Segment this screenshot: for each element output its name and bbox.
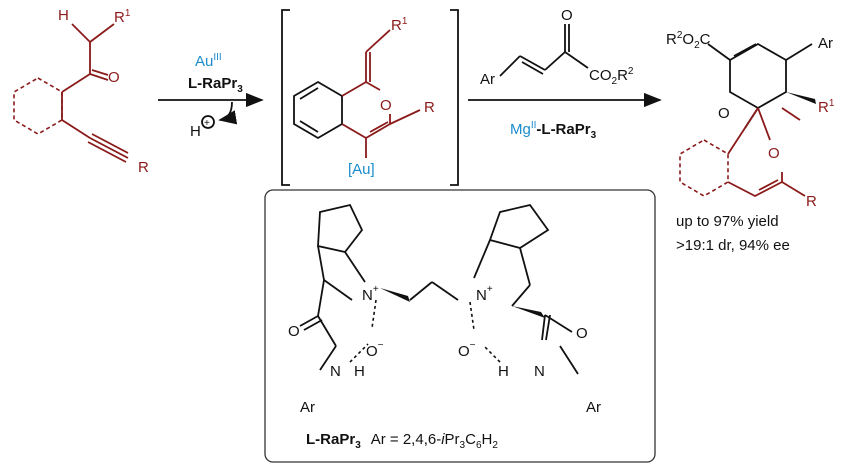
reactant-structure: H R1 O R xyxy=(13,7,149,176)
curved-arrow-icon xyxy=(218,101,238,125)
svg-text:O−: O− xyxy=(458,340,476,360)
ligand-nh-right: N xyxy=(534,363,545,380)
ligand-nh-left: N xyxy=(330,363,341,380)
intermediate-r: R xyxy=(424,99,435,116)
intermediate-structure: R1 O R [Au] xyxy=(281,9,459,186)
left-bracket xyxy=(281,9,290,186)
svg-text:N+: N+ xyxy=(476,284,493,304)
reactant-h: H xyxy=(58,7,69,24)
svg-text:N+: N+ xyxy=(362,284,379,304)
ligand-name: L-RaPr xyxy=(306,431,355,448)
svg-text:MgII-L-RaPr3: MgII-L-RaPr3 xyxy=(510,120,597,141)
svg-text:R2O2C: R2O2C xyxy=(666,30,711,51)
plus-circle-icon xyxy=(201,115,215,129)
reagent-o: O xyxy=(561,7,573,24)
svg-text:R1: R1 xyxy=(114,8,131,26)
gold-bound: [Au] xyxy=(348,161,375,178)
reagent-ar: Ar xyxy=(480,71,495,88)
ligand-ominus-right: O xyxy=(458,343,470,360)
svg-text:R1: R1 xyxy=(391,16,408,34)
dashed-arene-ring xyxy=(13,77,63,135)
reactant-r1: R xyxy=(114,9,125,26)
product-o2: O xyxy=(768,145,780,162)
ligand-o-left: O xyxy=(288,323,300,340)
ligand-ominus-left: O xyxy=(366,343,378,360)
svg-text:AuIII: AuIII xyxy=(195,52,222,70)
reactant-o: O xyxy=(108,69,120,86)
svg-text:L-RaPr3: L-RaPr3 xyxy=(188,75,243,95)
ligand-ar-right: Ar xyxy=(586,399,601,416)
svg-text:O−: O− xyxy=(366,340,384,360)
product-r: R xyxy=(806,193,817,210)
ligand-o-right: O xyxy=(576,325,588,342)
ligand-n-right: N xyxy=(476,287,487,304)
step1-arrow: AuIII L-RaPr3 H + xyxy=(158,52,264,140)
ligand-h-right: H xyxy=(498,363,509,380)
ar-definition: Ar = 2,4,6- xyxy=(371,431,441,448)
gold-catalyst: Au xyxy=(195,53,213,70)
reactant-r: R xyxy=(138,159,149,176)
step2-arrow: Ar O CO2R2 MgII-L-RaPr3 xyxy=(468,7,662,141)
ligand-h-left: H xyxy=(354,363,365,380)
yield-text: up to 97% yield xyxy=(676,213,779,230)
svg-text:R1: R1 xyxy=(818,98,835,116)
proton: H xyxy=(190,123,201,140)
product-o1: O xyxy=(718,105,730,122)
right-bracket xyxy=(450,9,459,186)
reagent-ester: CO xyxy=(589,67,612,84)
intermediate-r1: R xyxy=(391,17,402,34)
magnesium-catalyst: Mg xyxy=(510,121,531,138)
ligand-n-left: N xyxy=(362,287,373,304)
product-structure: R2O2C Ar O O R1 R xyxy=(666,30,835,210)
product-ar: Ar xyxy=(818,35,833,52)
svg-text:CO2R2: CO2R2 xyxy=(589,66,634,87)
ligand-ar-left: Ar xyxy=(300,399,315,416)
svg-text:+: + xyxy=(204,118,210,129)
product-r1: R xyxy=(818,99,829,116)
intermediate-o: O xyxy=(380,97,392,114)
selectivity-text: >19:1 dr, 94% ee xyxy=(676,237,790,254)
product-ester: R xyxy=(666,31,677,48)
ligand-label: L-RaPr xyxy=(188,75,237,92)
